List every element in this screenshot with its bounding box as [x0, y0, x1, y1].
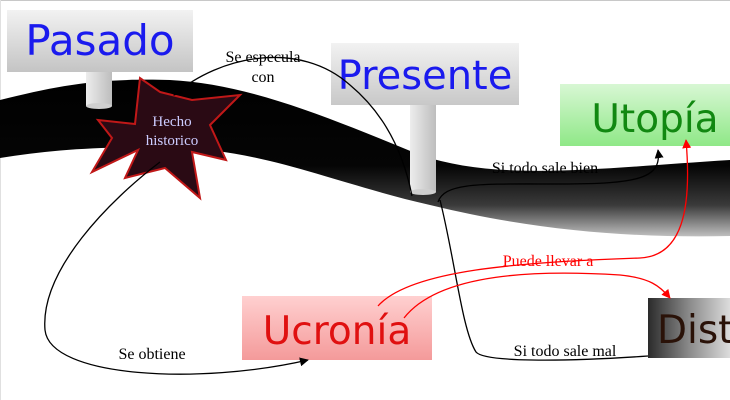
edge-label-con: con: [251, 69, 274, 86]
distopia-label: Distopía: [657, 308, 730, 353]
edge-label-se-especula: Se especula: [225, 49, 300, 66]
edge-label-se-obtiene: Se obtiene: [118, 346, 185, 363]
edge-si-todo-sale-bien: [437, 149, 664, 203]
edge-label-si-todo-sale-mal: Si todo sale mal: [514, 343, 617, 360]
hecho-historico-line1: Hecho: [152, 114, 191, 130]
pasado-box[interactable]: [7, 10, 193, 72]
edge-label-puede-llevar-a: Puede llevar a: [503, 253, 594, 270]
utopia-label: Utopía: [591, 97, 718, 142]
presente-pole-base: [410, 189, 436, 195]
ucronia-label: Ucronía: [263, 309, 411, 354]
presente-pole: [410, 104, 436, 192]
pasado-pole: [86, 70, 112, 106]
edge-si-todo-sale-mal: [439, 199, 649, 361]
hecho-historico-star[interactable]: [89, 76, 243, 201]
pasado-pole-base: [86, 103, 112, 109]
edge-puede-llevar-a-distopia: [403, 272, 671, 319]
distopia-box[interactable]: [648, 298, 730, 358]
ucronia-box[interactable]: [242, 296, 432, 360]
presente-box[interactable]: [331, 43, 519, 105]
pasado-label: Pasado: [25, 16, 174, 65]
edge-label-si-todo-sale-bien: Si todo sale bien: [492, 160, 598, 177]
hecho-historico-line2: historico: [146, 133, 199, 149]
edge-puede-llevar-a-utopia: [377, 139, 692, 307]
edge-se-obtiene: [44, 161, 309, 375]
presente-label: Presente: [338, 53, 513, 99]
utopia-box[interactable]: [560, 84, 730, 146]
edge-se-especula-con: [173, 56, 413, 197]
